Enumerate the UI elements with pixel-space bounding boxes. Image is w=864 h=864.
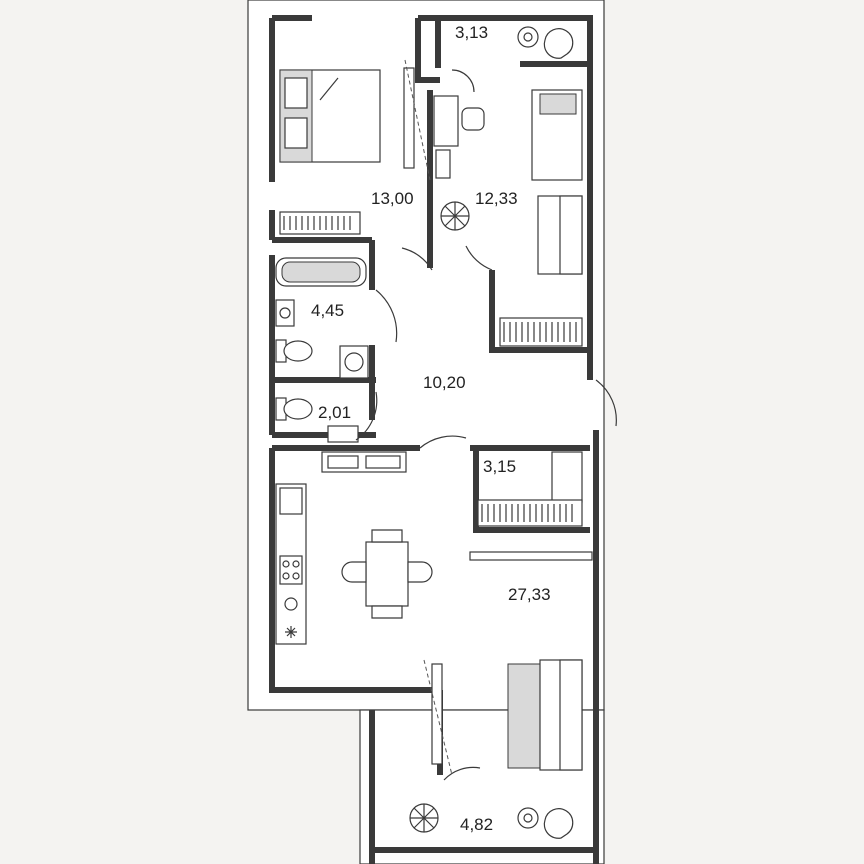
sink-bathroom	[275, 299, 295, 327]
bathtub	[275, 257, 367, 287]
washing-machine	[339, 345, 369, 379]
dining-table	[341, 529, 433, 619]
room-area-label: 27,33	[508, 585, 551, 604]
sofa-living	[507, 659, 583, 771]
room-area-label: 4,82	[460, 815, 493, 834]
room-area-label: 2,01	[318, 403, 351, 422]
sofa-second	[537, 195, 583, 275]
toilet-wc	[275, 397, 313, 421]
sink-wc	[327, 425, 359, 443]
desk-second	[433, 95, 485, 179]
wardrobe-master	[279, 211, 361, 235]
balcony-top-furniture	[451, 26, 574, 93]
door-swings	[355, 245, 617, 781]
tv-wall-living	[423, 659, 453, 776]
room-area-label: 12,33	[475, 189, 518, 208]
room-area-label: 13,00	[371, 189, 414, 208]
plant-second	[440, 201, 470, 231]
balcony-bottom-furniture	[409, 803, 574, 839]
room-area-label: 3,13	[455, 23, 488, 42]
toilet-bathroom	[275, 339, 313, 363]
room-area-label: 4,45	[311, 301, 344, 320]
tv-wall-master	[403, 59, 431, 181]
closet-shelves	[477, 451, 583, 527]
master-bed	[279, 69, 381, 163]
room-area-label: 3,15	[483, 457, 516, 476]
kitchen-counter	[275, 483, 307, 645]
kitchen-upper-cabinets	[321, 451, 407, 473]
wardrobe-second	[499, 317, 583, 347]
room-area-label: 10,20	[423, 373, 466, 392]
kitchen-partition	[469, 551, 593, 561]
walls	[269, 15, 599, 864]
bed-second	[531, 89, 583, 181]
